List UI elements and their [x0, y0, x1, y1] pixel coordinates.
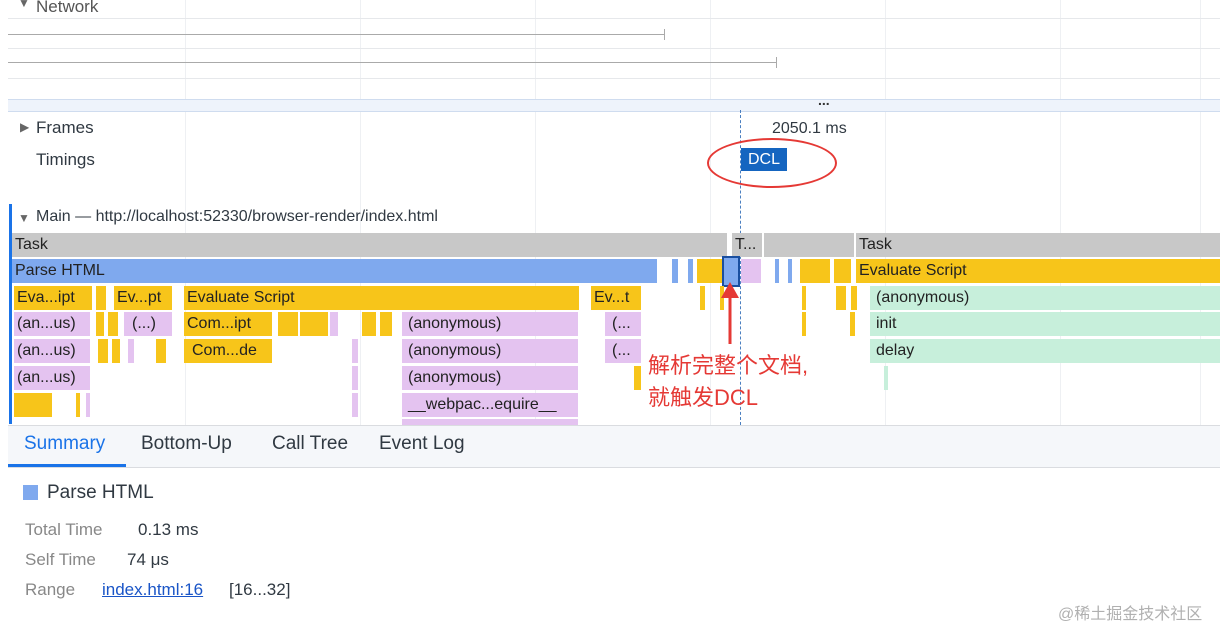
network-request-bar[interactable]: [8, 62, 776, 63]
script-block[interactable]: [802, 312, 806, 336]
tab-call-tree[interactable]: Call Tree: [272, 433, 349, 454]
main-track-left-border: [9, 204, 12, 424]
task-block[interactable]: Task: [856, 233, 1220, 257]
delay-block[interactable]: delay: [870, 339, 1220, 363]
script-block[interactable]: [700, 286, 705, 310]
script-block[interactable]: [362, 312, 376, 336]
function-block[interactable]: [741, 259, 761, 283]
task-block[interactable]: T...: [732, 233, 762, 257]
network-request-bar-end: [664, 29, 665, 40]
evaluate-script-block[interactable]: Ev...pt: [114, 286, 172, 310]
script-block[interactable]: [802, 286, 806, 310]
compile-code-block[interactable]: Com...de: [184, 339, 272, 363]
tab-bar: [8, 425, 1220, 468]
function-block[interactable]: [330, 312, 338, 336]
self-time-value: 74 μs: [127, 550, 169, 569]
evaluate-script-block[interactable]: Ev...t: [591, 286, 641, 310]
script-block[interactable]: [850, 312, 855, 336]
annotation-arrow: [721, 282, 739, 344]
evaluate-script-block[interactable]: Evaluate Script: [184, 286, 579, 310]
script-block[interactable]: [96, 286, 106, 310]
script-block[interactable]: [112, 339, 120, 363]
total-time-label: Total Time: [25, 520, 103, 539]
anonymous-block[interactable]: (an...us): [14, 312, 90, 336]
parse-html-small[interactable]: [688, 259, 693, 283]
frames-label[interactable]: Frames: [36, 118, 94, 137]
range-value: [16...32]: [229, 580, 291, 599]
anonymous-block[interactable]: (anonymous): [870, 286, 1220, 310]
anonymous-block[interactable]: (anonymous): [402, 339, 578, 363]
script-block[interactable]: [851, 286, 857, 310]
frames-time: 2050.1 ms: [772, 120, 847, 137]
function-block[interactable]: [352, 393, 358, 417]
anonymous-block[interactable]: (an...us): [14, 339, 90, 363]
parse-html-small[interactable]: [775, 259, 779, 283]
annotation-text-line2: 就触发DCL: [648, 385, 759, 410]
main-track-label[interactable]: Main — http://localhost:52330/browser-re…: [36, 208, 438, 225]
function-block[interactable]: [86, 393, 90, 417]
script-block[interactable]: [300, 312, 328, 336]
network-request-bar-end: [776, 57, 777, 68]
parse-html-selected[interactable]: [722, 256, 740, 287]
parse-html-small[interactable]: [788, 259, 792, 283]
annotation-text-line1: 解析完整个文档,: [648, 353, 809, 378]
dcl-marker-line: [740, 110, 741, 425]
script-block[interactable]: [98, 339, 108, 363]
script-block[interactable]: [156, 339, 166, 363]
anonymous-block[interactable]: (...): [124, 312, 172, 336]
main-expand-icon[interactable]: ▼: [18, 211, 30, 225]
compile-script-block[interactable]: Com...ipt: [184, 312, 272, 336]
anonymous-block[interactable]: (anonymous): [402, 366, 578, 390]
script-block[interactable]: [76, 393, 80, 417]
script-block[interactable]: [108, 312, 118, 336]
anonymous-block[interactable]: (an...us): [14, 366, 90, 390]
total-time-value: 0.13 ms: [138, 520, 199, 539]
anonymous-block[interactable]: (anonymous): [402, 312, 578, 336]
tab-summary-underline: [8, 464, 126, 467]
tab-bottom-up[interactable]: Bottom-Up: [141, 433, 232, 454]
function-block[interactable]: [402, 419, 578, 425]
anonymous-block[interactable]: (...: [605, 339, 641, 363]
tab-event-log[interactable]: Event Log: [379, 433, 465, 454]
script-block[interactable]: [800, 259, 830, 283]
summary-title: Parse HTML: [47, 482, 154, 503]
more-dots[interactable]: ...: [818, 92, 830, 108]
watermark: @稀土掘金技术社区: [1058, 606, 1203, 623]
script-block[interactable]: [697, 259, 722, 283]
network-request-bar[interactable]: [8, 34, 665, 35]
init-block[interactable]: init: [870, 312, 1220, 336]
evaluate-script-block[interactable]: Eva...ipt: [14, 286, 92, 310]
network-expand-icon[interactable]: ▼: [18, 0, 30, 10]
range-label: Range: [25, 580, 76, 599]
anonymous-block[interactable]: (...: [605, 312, 641, 336]
range-link[interactable]: index.html:16: [102, 580, 204, 599]
function-block[interactable]: [352, 366, 358, 390]
frames-expand-icon[interactable]: ▶: [20, 120, 30, 134]
timings-label[interactable]: Timings: [36, 150, 95, 169]
script-block[interactable]: [278, 312, 298, 336]
function-block[interactable]: [352, 339, 358, 363]
script-block[interactable]: [14, 393, 52, 417]
function-block[interactable]: [128, 339, 134, 363]
track-resizer[interactable]: [8, 99, 1220, 112]
parse-html-small[interactable]: [672, 259, 678, 283]
script-block[interactable]: [836, 286, 846, 310]
summary-color-swatch: [23, 485, 38, 500]
task-block[interactable]: Task: [12, 233, 727, 257]
network-label: Network: [36, 0, 99, 16]
function-block[interactable]: [884, 366, 888, 390]
evaluate-script-block[interactable]: Evaluate Script: [856, 259, 1220, 283]
script-block[interactable]: [834, 259, 851, 283]
task-block[interactable]: [764, 233, 854, 257]
script-block[interactable]: [380, 312, 392, 336]
parse-html-block[interactable]: Parse HTML: [12, 259, 657, 283]
dcl-highlight-circle: [707, 138, 837, 188]
tab-summary[interactable]: Summary: [24, 433, 106, 454]
script-block[interactable]: [634, 366, 641, 390]
self-time-label: Self Time: [25, 550, 96, 569]
script-block[interactable]: [96, 312, 104, 336]
webpack-require-block[interactable]: __webpac...equire__: [402, 393, 578, 417]
